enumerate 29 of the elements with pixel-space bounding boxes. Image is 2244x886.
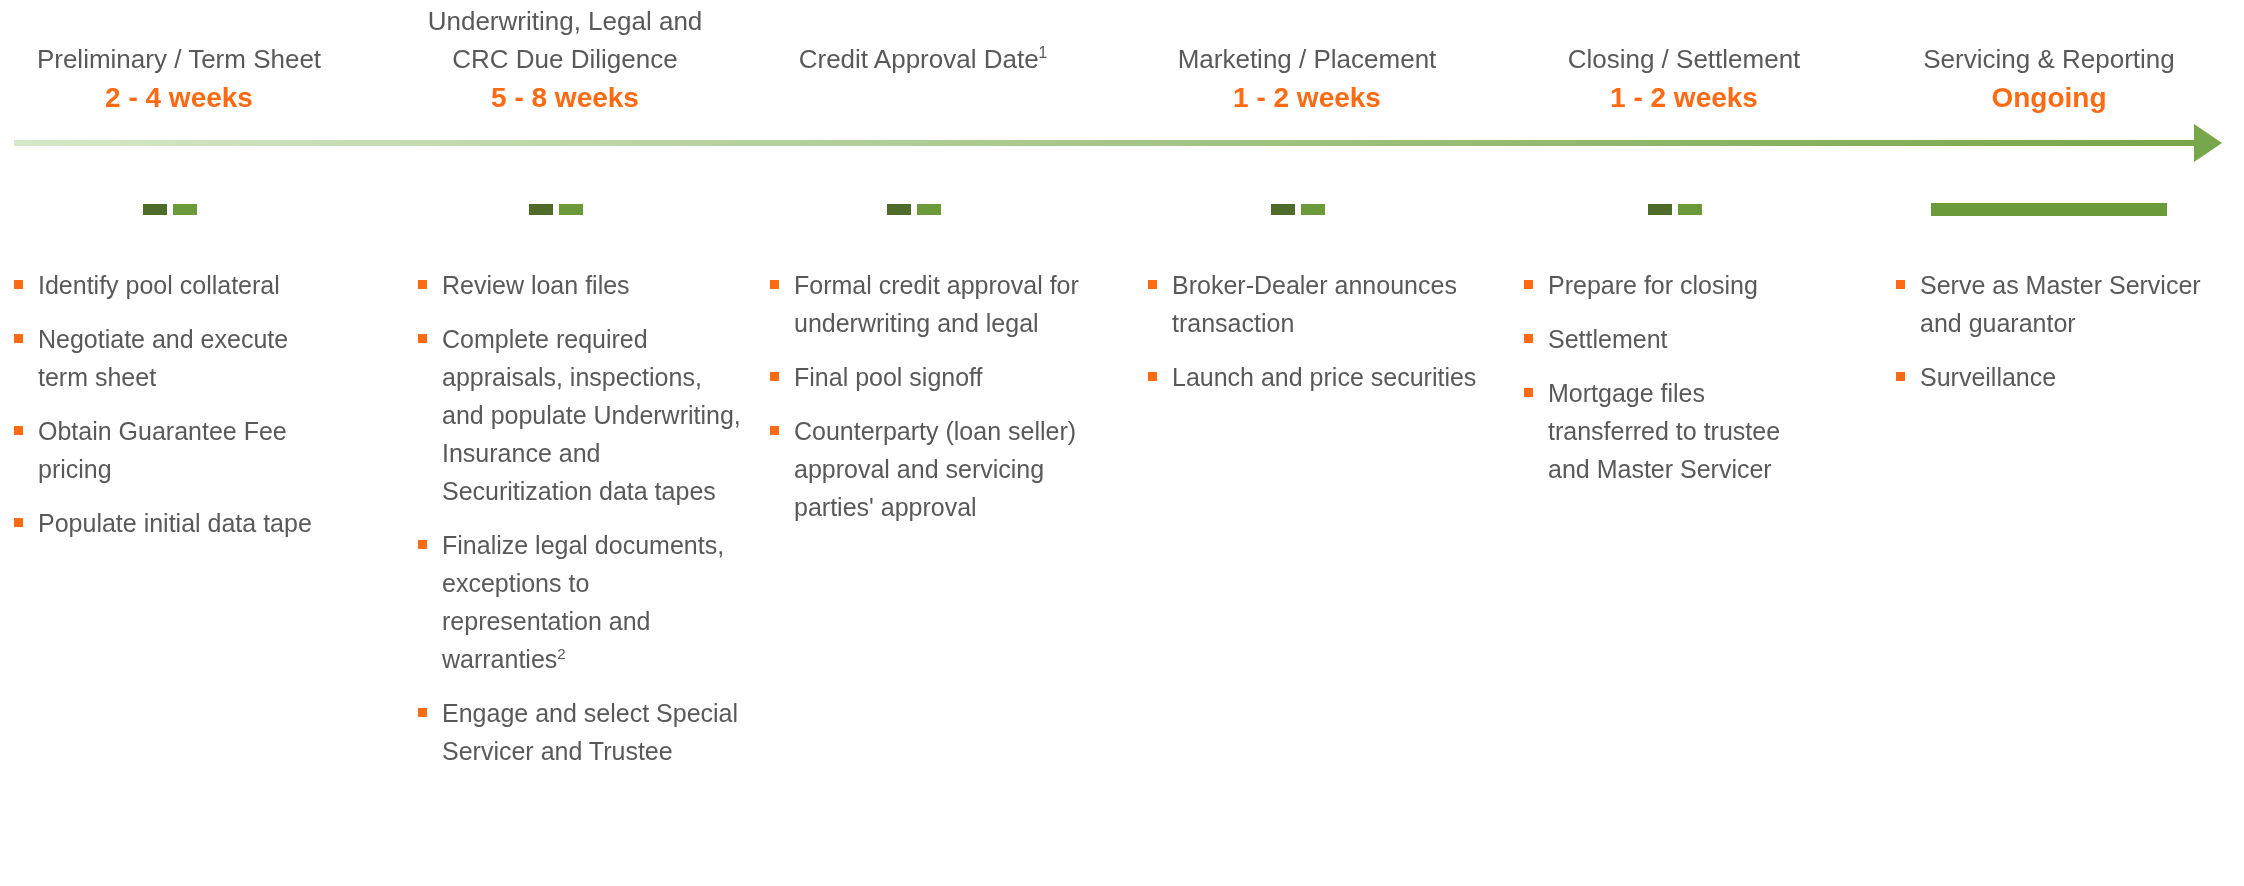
bullet-text: Formal credit approval for underwriting and legal (794, 270, 1080, 339)
bullet-text: Complete required appraisals, inspections, and populate Underwriting, Insurance and Securitization data tapes (442, 324, 742, 507)
stage-title: Underwriting, Legal and CRC Due Diligence (426, 5, 704, 76)
bullet-text: Settlement (1548, 324, 1669, 355)
bullet-text: Identify pool collateral (38, 270, 281, 301)
bullet-text: Serve as Master Servicer and guarantor (1920, 270, 2202, 339)
bullet-text: Obtain Guarantee Fee pricing (38, 416, 288, 485)
duration-label: 5 - 8 weeks (490, 81, 640, 115)
stage-title: Preliminary / Term Sheet (35, 43, 323, 76)
bullet-text: Negotiate and execute term sheet (38, 324, 290, 393)
duration-label: Ongoing (1990, 81, 2108, 115)
duration-label: 2 - 4 weeks (104, 81, 254, 115)
bullet-text: Mortgage files transferred to trustee and Master Servicer (1548, 378, 1782, 485)
bullet-text: Prepare for closing (1548, 270, 1759, 301)
bullet-text: Engage and select Special Servicer and Trustee (442, 698, 740, 767)
bullet-text: Broker-Dealer announces transaction (1172, 270, 1458, 339)
bullet-text: Launch and price securities (1172, 362, 1478, 393)
bullet-text: Surveillance (1920, 362, 2058, 393)
bullet-text: Review loan files (442, 270, 631, 301)
stage-title: Marketing / Placement (1176, 43, 1438, 76)
bullet-text: Final pool signoff (794, 362, 984, 393)
bullet-text: Finalize legal documents, exceptions to representation and warranties$^{2}$ (442, 530, 726, 675)
stage-title: Credit Approval Date$^{1}$ (797, 43, 1049, 76)
duration-label: 1 - 2 weeks (1609, 81, 1759, 115)
bullet-text: Populate initial data tape (38, 508, 313, 539)
stage-title: Servicing & Reporting (1922, 43, 2176, 76)
stage-title: Closing / Settlement (1566, 43, 1802, 76)
duration-label: 1 - 2 weeks (1232, 81, 1382, 115)
bullet-text: Counterparty (loan seller) approval and servicing parties' approval (794, 416, 1078, 523)
